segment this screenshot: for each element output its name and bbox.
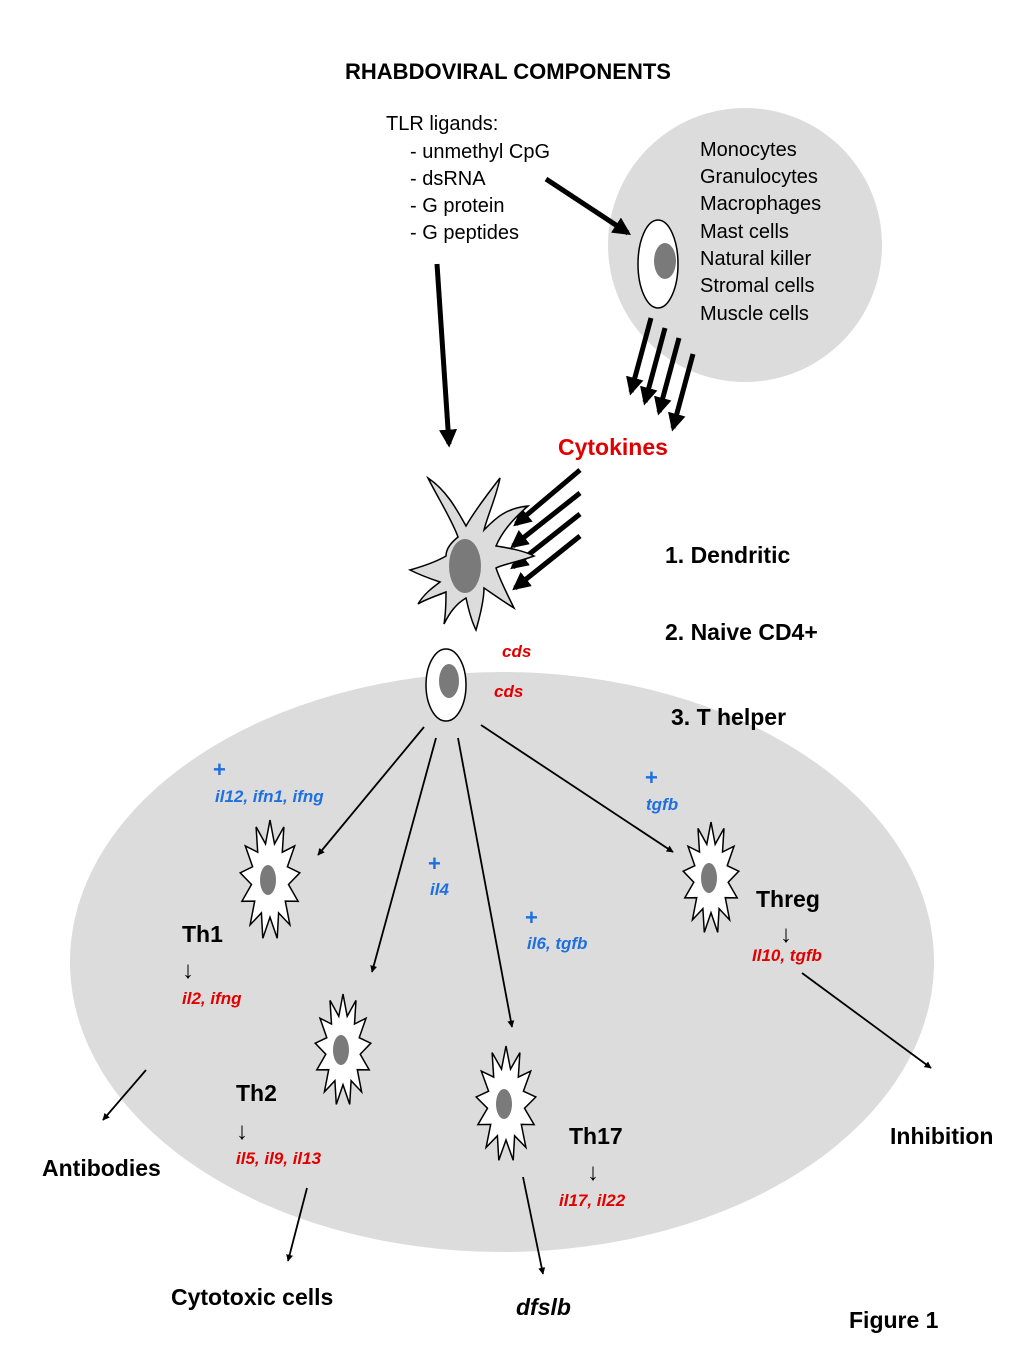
- innate-cell-label: Mast cells: [700, 221, 789, 243]
- tlr-item: - G protein: [410, 195, 504, 217]
- cytokines-to-dendritic-arrows: [510, 468, 582, 591]
- innate-cell-label: Monocytes: [700, 139, 797, 161]
- figure-label: Figure 1: [849, 1307, 939, 1333]
- tlr-item: - unmethyl CpG: [410, 141, 550, 163]
- cell-nucleus: [496, 1089, 512, 1119]
- cell-nucleus: [333, 1035, 349, 1065]
- step-label: 2. Naive CD4+: [665, 619, 818, 645]
- th1-products: il2, ifng: [182, 989, 242, 1008]
- th17-name: Th17: [569, 1123, 623, 1149]
- plus-icon: +: [213, 757, 226, 782]
- innate-cell-label: Muscle cells: [700, 303, 809, 325]
- outcome-cytotoxic: Cytotoxic cells: [171, 1284, 333, 1310]
- tlr-to-innate-arrow: [544, 176, 632, 236]
- step-label: 1. Dendritic: [665, 542, 790, 568]
- innate-cell-label: Stromal cells: [700, 275, 814, 297]
- innate-cell-label: Macrophages: [700, 193, 821, 215]
- t-helper-region: [70, 672, 934, 1252]
- cell-nucleus: [260, 865, 276, 895]
- signal-th2: il4: [430, 880, 449, 899]
- outcome-arrows: [102, 972, 932, 1275]
- innate-to-cytokines-arrows: [626, 317, 696, 432]
- th2-products: il5, il9, il13: [236, 1149, 322, 1168]
- down-arrow-icon: ↓: [182, 957, 194, 984]
- diagram-title: RHABDOVIRAL COMPONENTS: [345, 59, 671, 84]
- innate-cells-region: [608, 108, 882, 382]
- outcome-inhibition: Inhibition: [890, 1123, 993, 1149]
- signal-th1: il12, ifn1, ifng: [215, 787, 324, 806]
- cytokines-label: Cytokines: [558, 434, 668, 460]
- down-arrow-icon: ↓: [780, 921, 792, 948]
- step-label: 3. T helper: [671, 704, 786, 730]
- innate-cell-label: Granulocytes: [700, 166, 818, 188]
- cds-label: cds: [502, 642, 531, 661]
- innate-cell-label: Natural killer: [700, 248, 811, 270]
- cell-nucleus: [701, 863, 717, 893]
- down-arrow-icon: ↓: [236, 1118, 248, 1145]
- th1-name: Th1: [182, 921, 223, 947]
- plus-icon: +: [525, 905, 538, 930]
- t-helper-cells: [238, 819, 741, 1161]
- outcome-antibodies: Antibodies: [42, 1155, 161, 1181]
- differentiation-arrows: [317, 724, 674, 1028]
- down-arrow-icon: ↓: [587, 1159, 599, 1186]
- tlr-item: - G peptides: [410, 222, 519, 244]
- plus-icon: +: [428, 851, 441, 876]
- cell-nucleus: [654, 243, 676, 279]
- tlr-item: - dsRNA: [410, 168, 486, 190]
- cds-label: cds: [494, 682, 523, 701]
- threg-products: Il10, tgfb: [752, 946, 822, 965]
- tlr-to-dendritic-arrow: [434, 263, 458, 448]
- tlr-heading: TLR ligands:: [386, 113, 498, 135]
- th2-name: Th2: [236, 1080, 277, 1106]
- signal-threg: tgfb: [646, 795, 678, 814]
- plus-icon: +: [645, 765, 658, 790]
- signal-th17: il6, tgfb: [527, 934, 587, 953]
- cell-nucleus: [449, 539, 481, 593]
- outcome-dfslb: dfslb: [516, 1294, 571, 1320]
- th17-products: il17, il22: [559, 1191, 626, 1210]
- cell-nucleus: [439, 664, 459, 698]
- threg-name: Threg: [756, 886, 820, 912]
